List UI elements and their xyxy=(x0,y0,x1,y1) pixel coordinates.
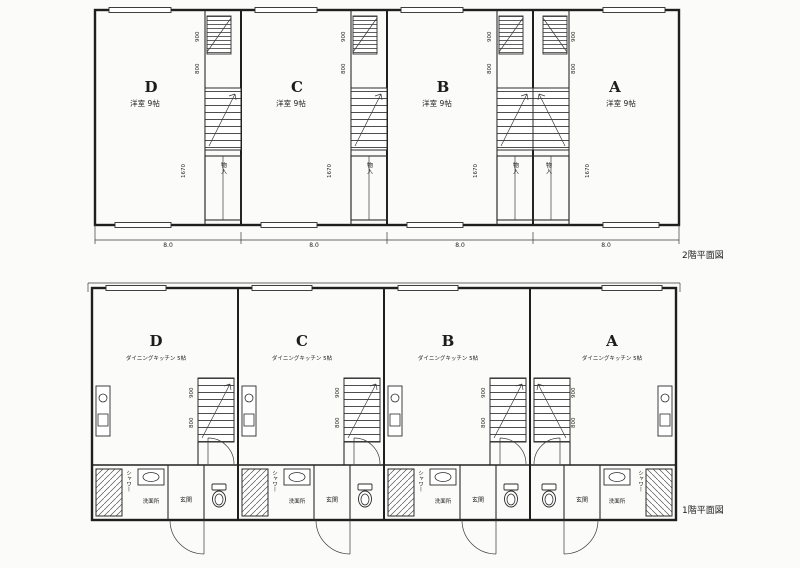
dimension-text: 900 xyxy=(189,387,195,398)
width-dimension: 8.0 xyxy=(455,242,465,249)
shower-label: シャワー xyxy=(417,470,424,492)
unit-1f-B xyxy=(384,286,530,555)
width-dimension: 8.0 xyxy=(163,242,173,249)
dimension-text: 1670 xyxy=(473,164,479,178)
room-label: 洋室 9帖 xyxy=(130,98,160,108)
washroom-label: 洗面所 xyxy=(435,497,452,505)
shower-label: シャワー xyxy=(271,470,278,492)
closet-label: 物入 xyxy=(220,161,227,174)
room-label: ダイニングキッチン 5帖 xyxy=(126,354,187,362)
room-label: 洋室 9帖 xyxy=(422,98,452,108)
dimension-text: 900 xyxy=(481,387,487,398)
unit-2f-A xyxy=(532,6,666,229)
dimension-text: 1670 xyxy=(585,164,591,178)
dimension-ticks xyxy=(94,225,680,244)
floor-2-plan: D 洋室 9帖 物入 900 800 1670 8.0 C 洋室 9帖 物入 9… xyxy=(93,6,724,261)
width-dimension: 8.0 xyxy=(309,242,319,249)
dimension-text: 800 xyxy=(195,63,201,74)
unit-label: A xyxy=(605,332,618,350)
entrance-label: 玄関 xyxy=(472,496,484,504)
unit-label: D xyxy=(144,78,157,96)
unit-2f-D xyxy=(108,6,242,229)
closet-label: 物入 xyxy=(545,161,552,174)
shower-label: シャワー xyxy=(637,470,644,492)
closet-label: 物入 xyxy=(512,161,519,174)
dimension-text: 800 xyxy=(341,63,347,74)
dimension-text: 800 xyxy=(335,417,341,428)
unit-1f-C xyxy=(238,286,384,555)
width-dimension: 8.0 xyxy=(601,242,611,249)
unit-label: C xyxy=(296,332,308,350)
unit-2f-B xyxy=(400,6,534,229)
unit-label: B xyxy=(442,332,455,350)
dimension-text: 1670 xyxy=(327,164,333,178)
dimension-text: 900 xyxy=(341,31,347,42)
unit-1f-A xyxy=(530,286,676,555)
washroom-label: 洗面所 xyxy=(609,497,626,505)
dimension-text: 900 xyxy=(487,31,493,42)
dimension-text: 900 xyxy=(335,387,341,398)
room-label: ダイニングキッチン 5帖 xyxy=(418,354,479,362)
room-label: ダイニングキッチン 5帖 xyxy=(582,354,643,362)
dimension-text: 800 xyxy=(189,417,195,428)
closet-label: 物入 xyxy=(366,161,373,174)
unit-1f-D xyxy=(92,286,238,555)
washroom-label: 洗面所 xyxy=(143,497,160,505)
dimension-text: 900 xyxy=(195,31,201,42)
unit-label: D xyxy=(149,332,162,350)
floor-1-plan: D ダイニングキッチン 5帖 シャワー 洗面所 玄関 900 800 C ダイニ… xyxy=(87,282,724,555)
dimension-text: 800 xyxy=(571,63,577,74)
dimension-text: 800 xyxy=(481,417,487,428)
entrance-label: 玄関 xyxy=(180,496,192,504)
shower-label: シャワー xyxy=(125,470,132,492)
unit-label: B xyxy=(437,78,450,96)
dimension-text: 1670 xyxy=(181,164,187,178)
entrance-label: 玄関 xyxy=(326,496,338,504)
floor-1-caption: 1階平面図 xyxy=(682,505,724,516)
room-label: 洋室 9帖 xyxy=(606,98,636,108)
room-label: ダイニングキッチン 5帖 xyxy=(272,354,333,362)
unit-2f-C xyxy=(254,6,388,229)
eaves-ticks xyxy=(87,283,681,292)
floor-2-caption: 2階平面図 xyxy=(682,250,724,261)
unit-label: A xyxy=(608,78,621,96)
entrance-label: 玄関 xyxy=(576,496,588,504)
room-label: 洋室 9帖 xyxy=(276,98,306,108)
dimension-text: 900 xyxy=(571,387,577,398)
dimension-text: 800 xyxy=(571,417,577,428)
dimension-text: 800 xyxy=(487,63,493,74)
dimension-text: 900 xyxy=(571,31,577,42)
unit-label: C xyxy=(291,78,303,96)
washroom-label: 洗面所 xyxy=(289,497,306,505)
